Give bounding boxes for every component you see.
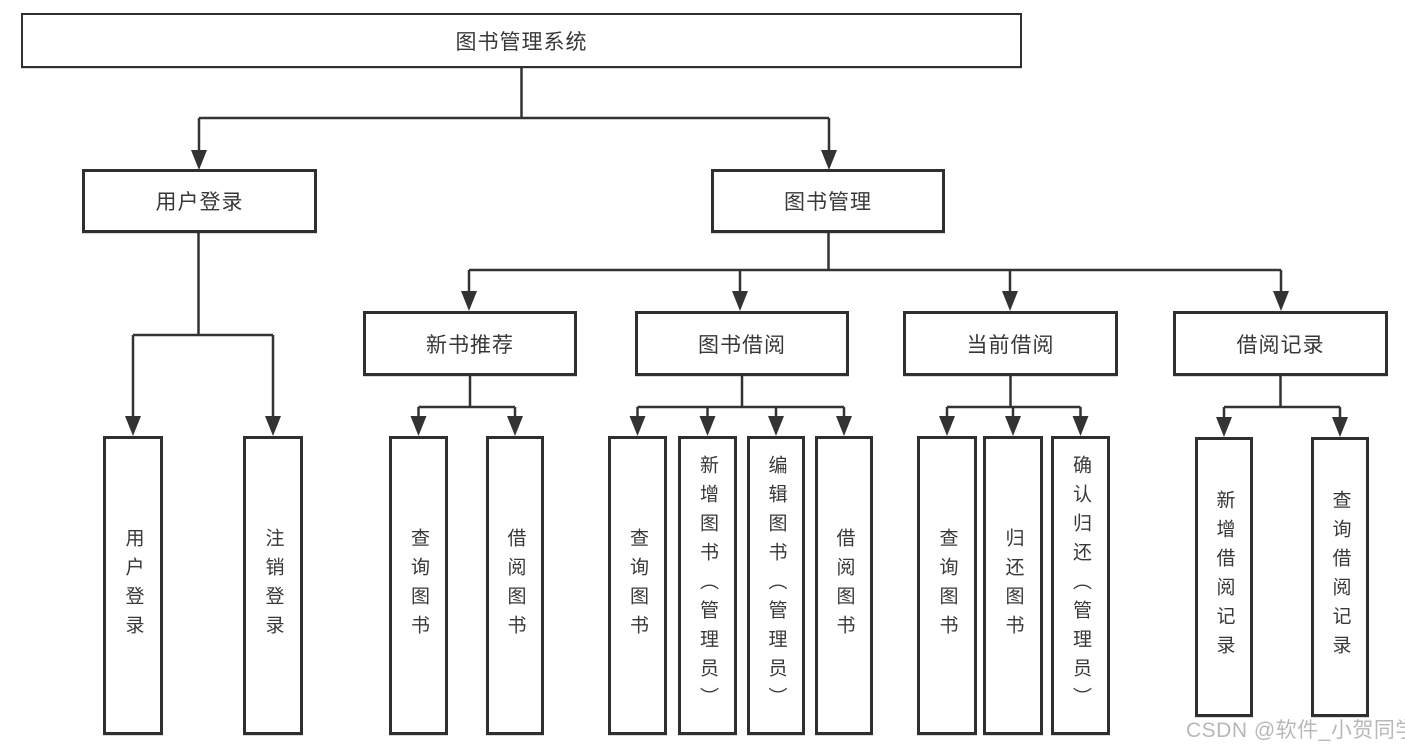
node-leaf-add-book-admin: 新增图书（管理员） (678, 436, 737, 735)
node-user-login: 用户登录 (82, 169, 317, 233)
node-label: 图书管理系统 (455, 30, 588, 54)
node-label: 当前借阅 (966, 333, 1055, 357)
node-label: 编辑图书（管理员） (765, 455, 787, 716)
node-leaf-query-book: 查询图书 (389, 436, 448, 735)
csdn-watermark: CSDN @软件_小贺同学 (1186, 719, 1405, 742)
node-current-borrowing: 当前借阅 (903, 311, 1118, 376)
node-label: 查询图书 (627, 527, 648, 644)
node-leaf-add-borrow-record: 新增借阅记录 (1195, 437, 1253, 717)
node-leaf-query-borrow-record: 查询借阅记录 (1311, 437, 1369, 717)
node-library-management-system: 图书管理系统 (21, 13, 1022, 68)
node-leaf-query-book: 查询图书 (608, 436, 667, 735)
node-label: 归还图书 (1002, 527, 1024, 644)
node-leaf-borrow-book: 借阅图书 (815, 436, 873, 735)
node-label: 注销登录 (262, 527, 284, 644)
node-leaf-edit-book-admin: 编辑图书（管理员） (747, 436, 805, 735)
node-book-management: 图书管理 (711, 169, 945, 233)
node-leaf-borrow-book: 借阅图书 (486, 436, 544, 735)
node-label: 用户登录 (155, 191, 244, 214)
node-label: 借阅图书 (504, 527, 526, 644)
node-label: 图书借阅 (698, 333, 786, 357)
node-label: 新增借阅记录 (1213, 490, 1235, 664)
node-leaf-logout: 注销登录 (243, 436, 303, 735)
node-label: 查询借阅记录 (1329, 490, 1351, 664)
node-label: 新增图书（管理员） (697, 455, 718, 716)
node-label: 查询图书 (936, 527, 958, 644)
node-leaf-query-book: 查询图书 (917, 436, 977, 735)
node-new-book-recommend: 新书推荐 (363, 311, 577, 376)
node-label: 确认归还（管理员） (1070, 455, 1091, 716)
node-label: 借阅图书 (833, 527, 855, 644)
node-label: 用户登录 (122, 527, 144, 644)
node-leaf-user-login: 用户登录 (103, 436, 163, 735)
node-book-borrowing: 图书借阅 (635, 311, 849, 376)
node-label: 图书管理 (784, 191, 872, 214)
node-leaf-return-book: 归还图书 (983, 436, 1043, 735)
node-leaf-confirm-return-admin: 确认归还（管理员） (1051, 436, 1110, 735)
node-label: 借阅记录 (1236, 333, 1325, 357)
node-borrow-records: 借阅记录 (1173, 311, 1388, 376)
node-label: 查询图书 (408, 527, 429, 644)
node-label: 新书推荐 (426, 333, 514, 357)
